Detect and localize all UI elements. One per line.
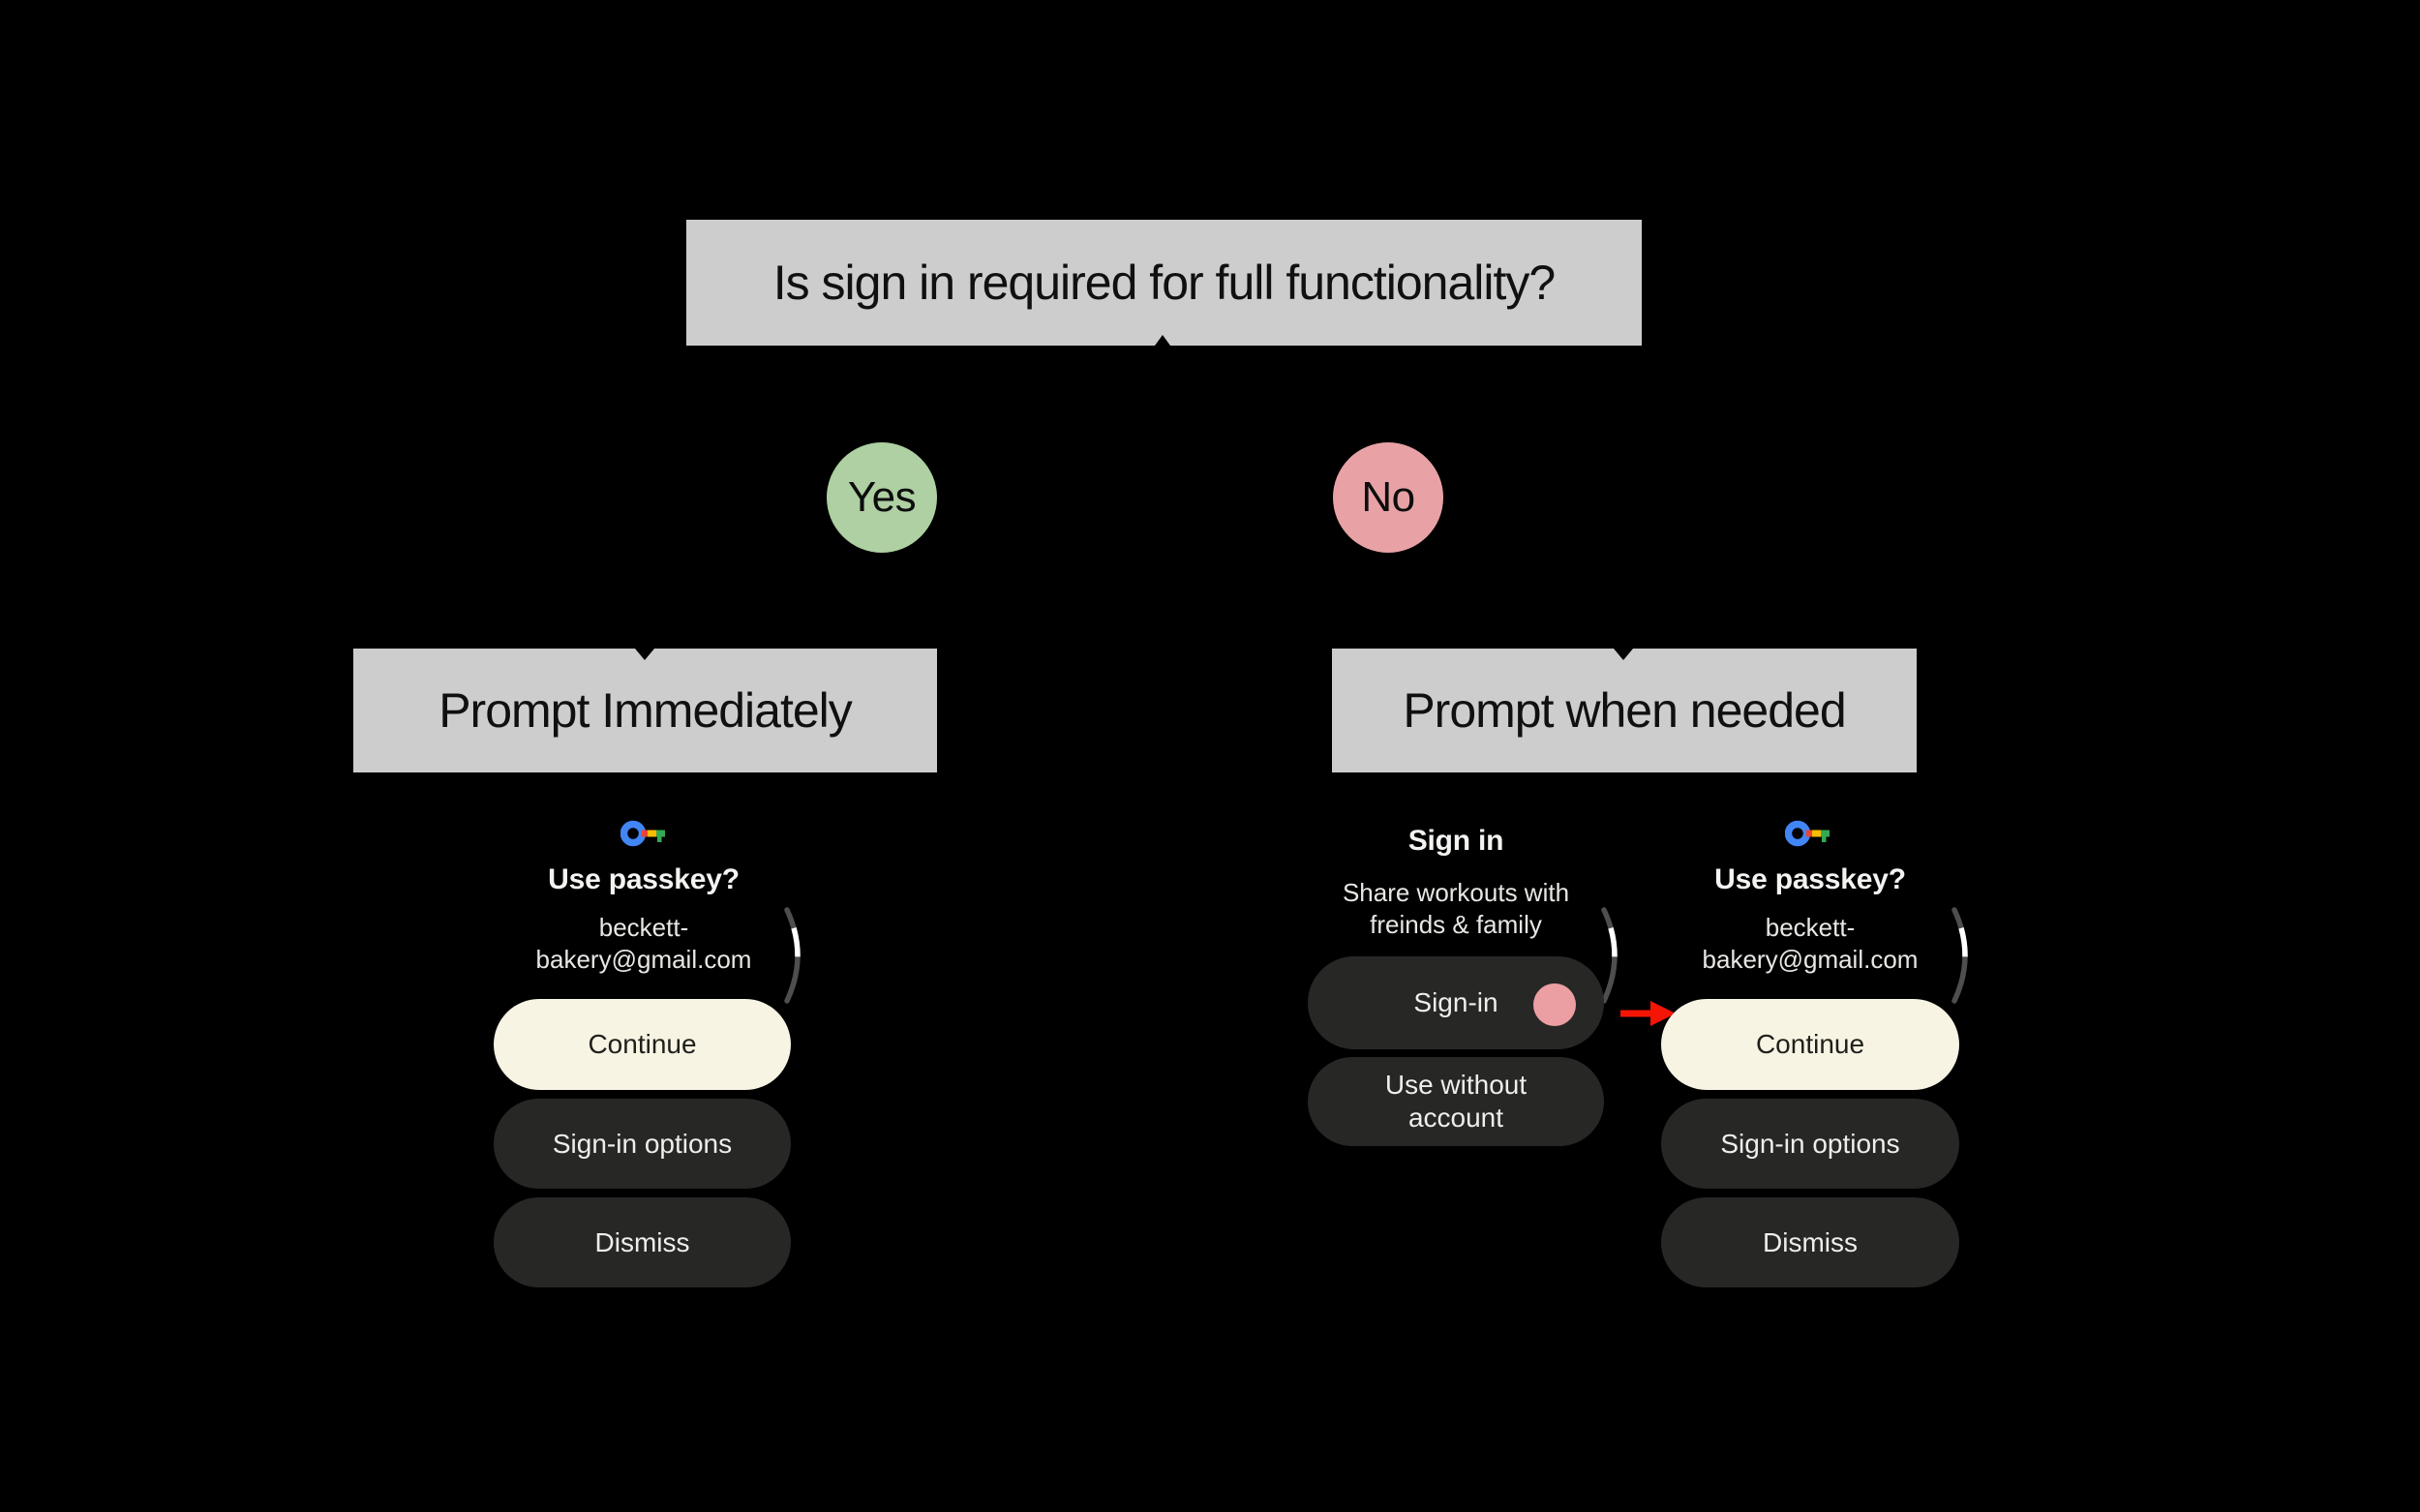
sign-in-options-label: Sign-in options — [1720, 1128, 1900, 1159]
passkey-icon — [1784, 819, 1831, 853]
sign-in-title: Sign in — [1407, 825, 1504, 857]
email-line2: bakery@gmail.com — [535, 945, 752, 974]
use-without-account-button[interactable]: Use without account — [1308, 1057, 1604, 1146]
continue-button[interactable]: Continue — [1661, 999, 1959, 1090]
passkey-title: Use passkey? — [548, 863, 740, 895]
continue-label: Continue — [1755, 1029, 1865, 1059]
sign-in-screen: Sign in Share workouts with freinds & fa… — [1308, 813, 1618, 1307]
prompt-immediately-text: Prompt Immediately — [439, 683, 853, 738]
sign-in-options-label: Sign-in options — [552, 1128, 733, 1159]
connector-arrowhead — [635, 649, 654, 660]
prompt-immediately-box: Prompt Immediately — [353, 649, 937, 772]
passkey-icon — [620, 819, 667, 853]
sign-in-options-button[interactable]: Sign-in options — [494, 1099, 791, 1189]
caption-line1: Share workouts with — [1342, 878, 1570, 907]
dismiss-label: Dismiss — [1763, 1226, 1858, 1257]
email-line2: bakery@gmail.com — [1702, 945, 1919, 974]
no-label: No — [1361, 473, 1415, 521]
dismiss-label: Dismiss — [594, 1226, 690, 1257]
yes-node: Yes — [827, 442, 937, 553]
sign-in-caption: Share workouts with freinds & family — [1279, 877, 1633, 941]
connector-arrowhead — [1614, 649, 1633, 660]
use-without-line2: account — [1407, 1103, 1504, 1133]
continue-label: Continue — [588, 1029, 697, 1059]
connector-arrowhead — [1155, 335, 1170, 346]
question-box: Is sign in required for full functionali… — [686, 220, 1642, 346]
question-text: Is sign in required for full functionali… — [772, 256, 1556, 310]
caption-line2: freinds & family — [1370, 910, 1542, 939]
scroll-indicator[interactable] — [1597, 907, 1626, 1009]
scroll-indicator[interactable] — [780, 907, 809, 1009]
email-line1: beckett- — [598, 913, 689, 942]
prompt-when-needed-text: Prompt when needed — [1403, 683, 1846, 738]
sign-in-button-label: Sign-in — [1413, 987, 1498, 1017]
passkey-screen-right: Use passkey? beckett- bakery@gmail.com C… — [1661, 813, 1968, 1307]
sign-in-options-button[interactable]: Sign-in options — [1661, 1099, 1959, 1189]
passkey-title: Use passkey? — [1714, 863, 1906, 895]
passkey-screen-left: Use passkey? beckett- bakery@gmail.com C… — [474, 813, 813, 1307]
account-email: beckett- bakery@gmail.com — [1632, 912, 1988, 976]
account-email: beckett- bakery@gmail.com — [445, 912, 842, 976]
dismiss-button[interactable]: Dismiss — [494, 1197, 791, 1287]
yes-label: Yes — [847, 473, 917, 521]
use-without-line1: Use without — [1384, 1070, 1528, 1100]
no-node: No — [1333, 442, 1443, 553]
scroll-indicator[interactable] — [1948, 907, 1977, 1009]
prompt-when-needed-box: Prompt when needed — [1332, 649, 1917, 772]
dismiss-button[interactable]: Dismiss — [1661, 1197, 1959, 1287]
red-arrow-right-icon — [1618, 998, 1678, 1034]
tap-indicator-dot — [1533, 983, 1576, 1026]
email-line1: beckett- — [1765, 913, 1856, 942]
continue-button[interactable]: Continue — [494, 999, 791, 1090]
